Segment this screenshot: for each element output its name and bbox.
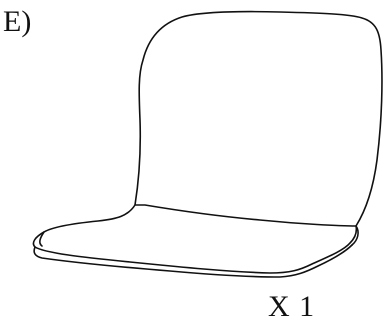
quantity-label: X 1: [268, 290, 316, 323]
step-label: E): [3, 5, 32, 38]
seat-backrest-outline: [134, 10, 383, 227]
seat-left-corner: [39, 231, 45, 247]
seat-right-side-edge: [351, 225, 359, 246]
seat-front-edge: [33, 244, 353, 278]
